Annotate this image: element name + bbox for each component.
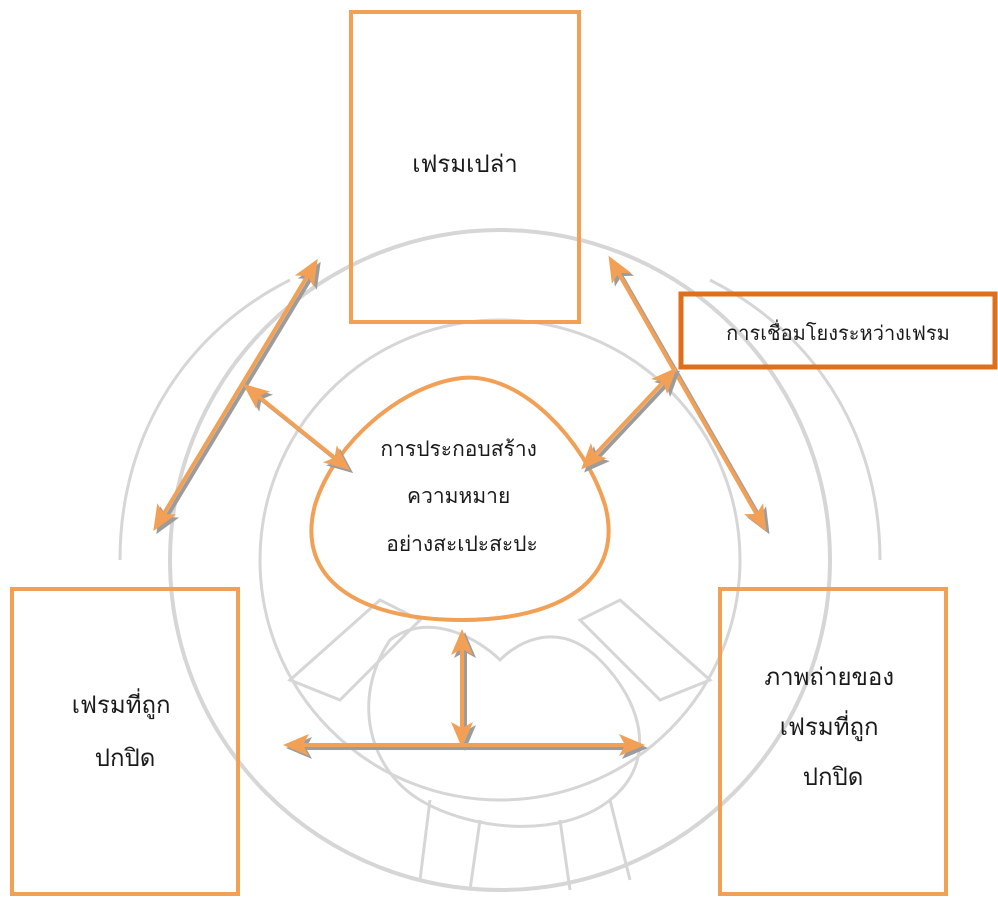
center-meaning-construction: การประกอบสร้าง ความหมาย อย่างสะเปะสะปะ: [309, 375, 611, 623]
arrow-center-right: [581, 367, 680, 473]
center-line: ความหมาย: [407, 484, 510, 508]
svg-text:การประกอบสร้าง ความหมาย: การประกอบสร้าง ความหมาย อย่างสะเปะสะปะ: [380, 437, 543, 556]
box-photo-line: เฟรมที่ถูก: [780, 710, 879, 742]
box-hidden-frame-line: ปกปิด: [95, 744, 156, 772]
svg-text:เฟรมเปล่า: เฟรมเปล่า: [412, 150, 518, 178]
svg-text:ภาพถ่ายของ เฟรมที่ถูก: ภาพถ่ายของ เฟรมที่ถูก ปกปิด: [764, 663, 901, 791]
box-empty-frame-line: เฟรมเปล่า: [412, 150, 518, 178]
box-photo-of-hidden-frame: ภาพถ่ายของ เฟรมที่ถูก ปกปิด: [718, 587, 948, 896]
center-line: การประกอบสร้าง: [380, 437, 536, 461]
box-hidden-frame: เฟรมที่ถูก ปกปิด: [10, 587, 240, 896]
arrow-top-left: [153, 258, 321, 535]
arrow-horizontal-bottom: [283, 734, 648, 759]
legend-text: การเชื่อมโยงระหว่างเฟรม: [726, 319, 950, 345]
arrow-top-right: [608, 255, 770, 535]
svg-text:การเชื่อมโยงระหว่างเฟรม: การเชื่อมโยงระหว่างเฟรม: [726, 319, 950, 345]
legend-box: การเชื่อมโยงระหว่างเฟรม: [678, 291, 998, 370]
center-line: อย่างสะเปะสะปะ: [386, 532, 538, 556]
box-photo-line: ภาพถ่ายของ: [764, 663, 894, 691]
arrow-center-down: [451, 629, 476, 751]
svg-text:เฟรมที่ถูก ปกปิด: เฟรมที่ถูก ปกปิด: [72, 688, 178, 772]
box-hidden-frame-line: เฟรมที่ถูก: [72, 688, 171, 720]
arrow-center-left: [242, 383, 354, 474]
box-photo-line: ปกปิด: [803, 763, 864, 791]
box-empty-frame: เฟรมเปล่า: [349, 10, 581, 324]
